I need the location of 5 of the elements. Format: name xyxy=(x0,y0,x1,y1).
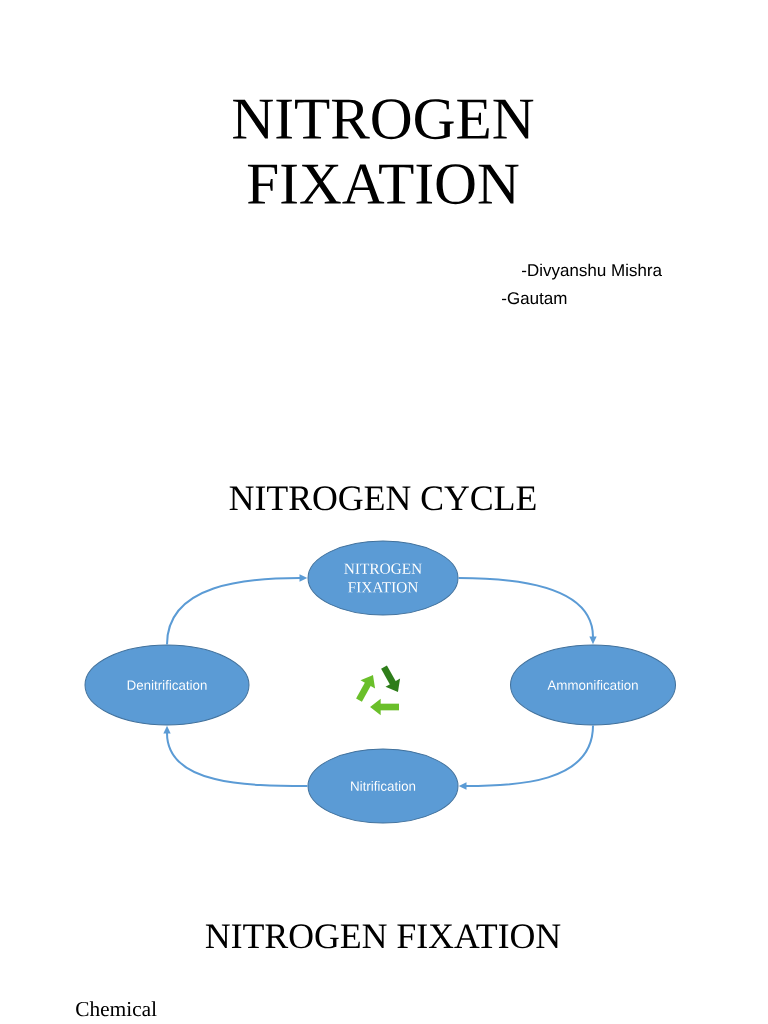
author-name: -Divyanshu Mishra xyxy=(522,263,662,280)
title: NITROGEN FIXATION xyxy=(233,99,534,205)
author-name: -Gautam xyxy=(502,292,567,305)
heading: NITROGEN FIXATION xyxy=(205,924,561,949)
body-text: Chemical xyxy=(76,1001,157,1017)
